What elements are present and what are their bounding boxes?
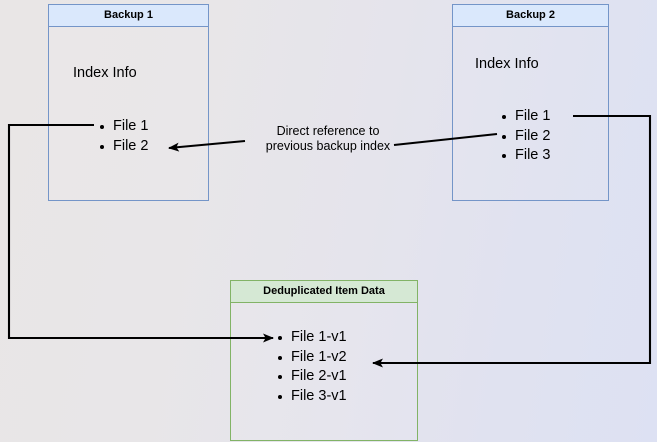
direct-reference-annotation: Direct reference to previous backup inde… [248, 124, 408, 154]
list-item: File 3-v1 [278, 387, 347, 407]
list-item: File 1-v1 [278, 328, 347, 348]
backup2-body: Index Info File 1 File 2 File 3 [452, 27, 609, 201]
backup2-box: Backup 2 Index Info File 1 File 2 File 3 [452, 4, 609, 201]
backup1-index-info-label: Index Info [73, 65, 137, 81]
list-item: File 2 [100, 137, 148, 157]
backup1-body: Index Info File 1 File 2 [48, 27, 209, 201]
backup2-file-list: File 1 File 2 File 3 [502, 107, 550, 166]
backup2-header: Backup 2 [452, 4, 609, 27]
backup2-index-info-label: Index Info [475, 56, 539, 72]
list-item: File 1 [100, 117, 148, 137]
backup1-file-list: File 1 File 2 [100, 117, 148, 156]
dedup-header: Deduplicated Item Data [230, 280, 418, 303]
dedup-body: File 1-v1 File 1-v2 File 2-v1 File 3-v1 [230, 303, 418, 441]
annotation-line-2: previous backup index [265, 139, 391, 153]
list-item: File 2 [502, 127, 550, 147]
list-item: File 1 [502, 107, 550, 127]
dedup-box: Deduplicated Item Data File 1-v1 File 1-… [230, 280, 418, 441]
list-item: File 1-v2 [278, 348, 347, 368]
dedup-item-list: File 1-v1 File 1-v2 File 2-v1 File 3-v1 [278, 328, 347, 406]
backup1-box: Backup 1 Index Info File 1 File 2 [48, 4, 209, 201]
annotation-line-1: Direct reference to [276, 124, 380, 138]
backup1-header: Backup 1 [48, 4, 209, 27]
list-item: File 2-v1 [278, 367, 347, 387]
list-item: File 3 [502, 146, 550, 166]
